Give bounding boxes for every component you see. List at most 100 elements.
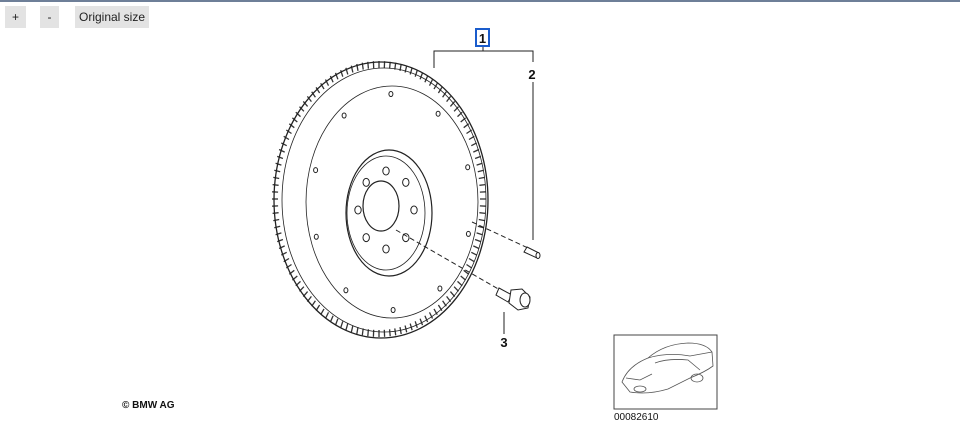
outer-bolt-hole [437,285,443,292]
crank-bolt-hole [402,233,410,243]
outer-bolt-hole [388,91,394,97]
gear-tooth [460,117,467,123]
gear-tooth [478,218,485,222]
gear-tooth [477,169,484,173]
gear-tooth [291,117,298,123]
gear-tooth [334,72,339,80]
gear-tooth [302,100,309,107]
gear-tooth [476,232,483,236]
image-number-label: 00082610 [614,412,659,423]
gear-tooth [340,321,344,328]
gear-tooth [272,183,279,186]
gear-tooth [453,106,459,112]
gear-tooth [474,155,482,160]
gear-tooth [428,312,434,319]
gear-tooth [404,65,408,73]
outer-bolt-hole [390,307,396,313]
gear-tooth [457,111,463,118]
gear-tooth [295,111,301,118]
gear-tooth [299,106,305,112]
gear-tooth [474,238,482,243]
crank-bolt-hole [402,177,410,187]
gear-tooth [288,123,295,129]
gear-tooth [276,238,284,243]
gear-tooth [409,67,413,75]
crank-bolt-hole [382,166,390,176]
gear-tooth [388,329,391,337]
crank-bolt-hole [354,205,362,215]
flywheel-bolt-illustration [395,229,531,311]
gear-tooth [274,225,281,229]
outer-bolt-hole [313,167,319,174]
dowel-pin-illustration [471,221,541,259]
gear-tooth [275,162,282,166]
crank-bolt-hole [362,233,370,243]
gear-tooth [324,79,330,86]
gear-tooth [283,135,290,141]
gear-tooth [433,308,438,316]
gear-tooth [345,323,349,331]
callout-3-label[interactable]: 3 [500,335,507,350]
gear-tooth [449,100,456,107]
gear-tooth [281,142,287,147]
copyright-label: © BMW AG [122,400,175,411]
outer-bolt-hole [343,287,349,294]
gear-tooth [446,96,452,102]
flywheel-illustration [272,61,489,339]
gear-tooth [311,91,316,98]
gear-tooth [334,318,339,326]
gear-tooth [414,321,418,328]
callout-1-label[interactable]: 1 [479,31,486,46]
gear-tooth [275,232,282,236]
outer-bolt-hole [313,233,319,240]
zoom-in-button[interactable]: + [5,6,26,28]
gear-tooth [419,318,424,326]
car-thumbnail[interactable] [613,334,718,410]
gear-tooth [457,280,463,287]
gear-tooth [273,218,280,222]
gear-tooth [424,315,429,323]
gear-tooth [350,325,354,333]
gear-tooth [478,176,485,180]
gear-tooth [424,75,429,83]
gear-tooth [442,91,447,98]
gear-tooth [466,263,473,269]
gear-tooth [315,87,321,94]
gear-tooth [419,72,424,80]
gear-tooth [356,326,359,335]
gear-tooth [278,148,285,153]
gear-tooth [414,70,418,77]
gear-tooth [463,269,470,275]
crank-bolt-hole [362,177,370,187]
gear-tooth [394,328,397,336]
gear-tooth [479,183,486,186]
outer-bolt-hole [465,230,471,237]
gear-tooth [479,212,486,215]
callout-leader-lines [433,45,534,334]
outer-bolt-hole [341,112,347,119]
flywheel-bolt-holes [313,91,471,313]
gear-tooth [272,212,279,215]
gear-tooth [329,75,334,83]
gear-tooth [273,176,280,180]
gear-tooth [329,315,334,323]
callout-1-highlight[interactable] [475,28,490,47]
crank-bolt-hole [410,205,418,215]
crank-bolt-hole [382,244,390,254]
gear-tooth [471,251,477,256]
original-size-button[interactable]: Original size [75,6,149,28]
gear-tooth [468,257,475,263]
gear-tooth [306,96,312,102]
gear-tooth [324,312,330,319]
gear-tooth [285,129,292,135]
callout-2-label[interactable]: 2 [528,67,535,82]
gear-tooth [276,155,284,160]
zoom-out-button[interactable]: - [40,6,59,28]
outer-bolt-hole [465,164,471,171]
gear-tooth [473,245,480,250]
gear-tooth [274,169,281,173]
car-outline-icon [621,342,714,394]
ring-gear-teeth [272,61,486,337]
gear-tooth [476,162,483,166]
